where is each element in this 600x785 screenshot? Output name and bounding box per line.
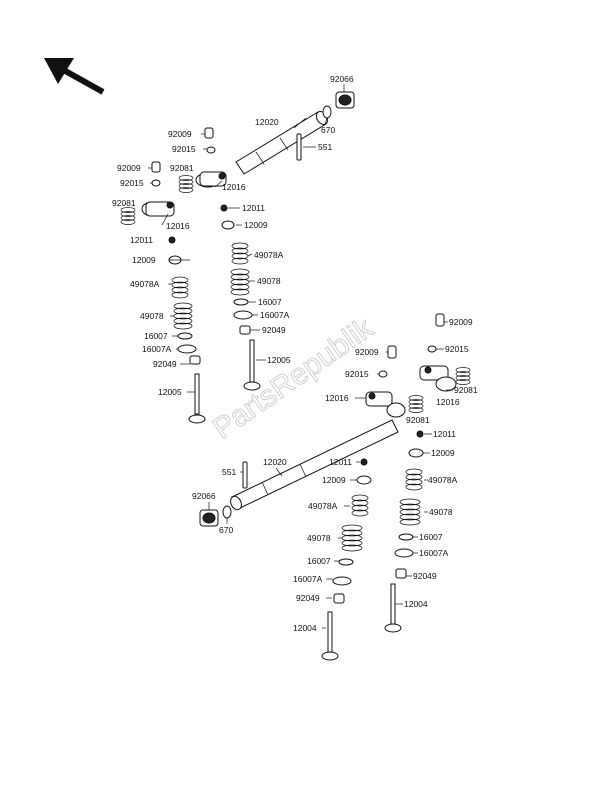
label-92066: 92066	[330, 74, 354, 84]
label-92009: 92009	[355, 347, 379, 357]
label-49078A: 49078A	[308, 501, 338, 511]
pin-551-upper	[296, 133, 302, 161]
plug-92066-lower	[199, 509, 219, 527]
label-92015: 92015	[120, 178, 144, 188]
label-12016: 12016	[325, 393, 349, 403]
label-12009: 12009	[244, 220, 268, 230]
label-670: 670	[321, 125, 335, 135]
label-16007A: 16007A	[293, 574, 323, 584]
label-92009: 92009	[449, 317, 473, 327]
spring-92081-upper-right	[178, 175, 194, 193]
screw-92009-d	[387, 345, 397, 359]
label-16007A: 16007A	[419, 548, 449, 558]
label-92049: 92049	[296, 593, 320, 603]
label-12009: 12009	[431, 448, 455, 458]
rocker-shaft-upper	[235, 110, 329, 175]
nut-92015-b	[151, 179, 161, 187]
valve-stack-upper-right	[220, 204, 261, 391]
rocker-arm-upper-left	[141, 201, 175, 217]
label-92009: 92009	[168, 129, 192, 139]
screw-92009-b	[151, 161, 161, 173]
part-labels: 92066 12020 670 551 92009 92015 92009 92…	[112, 74, 478, 633]
label-12009: 12009	[132, 255, 156, 265]
label-92081: 92081	[170, 163, 194, 173]
spring-92081-lower-left	[408, 395, 424, 413]
nut-92015-d	[378, 370, 388, 378]
label-49078: 49078	[429, 507, 453, 517]
label-12020: 12020	[255, 117, 279, 127]
label-12016: 12016	[436, 397, 460, 407]
label-12005: 12005	[158, 387, 182, 397]
label-16007: 16007	[419, 532, 443, 542]
label-12004: 12004	[293, 623, 317, 633]
rocker-arm-lower-right	[419, 365, 457, 392]
label-92015: 92015	[345, 369, 369, 379]
label-92049: 92049	[413, 571, 437, 581]
rocker-arm-lower-left	[365, 391, 406, 418]
spring-92081-upper-left	[120, 207, 136, 225]
label-92081: 92081	[406, 415, 430, 425]
label-49078: 49078	[140, 311, 164, 321]
label-12020: 12020	[263, 457, 287, 467]
label-92081: 92081	[454, 385, 478, 395]
direction-arrow-icon	[44, 58, 105, 95]
label-49078A: 49078A	[254, 250, 284, 260]
screw-92009-a	[204, 127, 214, 139]
label-92009: 92009	[117, 163, 141, 173]
o-ring-670-upper	[322, 105, 332, 119]
label-12016: 12016	[166, 221, 190, 231]
label-92066: 92066	[192, 491, 216, 501]
nut-92015-c	[427, 345, 437, 353]
label-49078: 49078	[257, 276, 281, 286]
label-16007: 16007	[144, 331, 168, 341]
valve-stack-upper-left	[168, 236, 206, 424]
label-12011: 12011	[242, 203, 265, 213]
label-49078A: 49078A	[130, 279, 160, 289]
label-16007A: 16007A	[260, 310, 290, 320]
valve-stack-lower-left	[321, 458, 372, 661]
label-12005: 12005	[267, 355, 291, 365]
label-92015: 92015	[445, 344, 469, 354]
spring-92081-lower-right	[455, 367, 471, 385]
rocker-arm-upper-right	[195, 171, 227, 188]
rocker-shaft-lower	[230, 419, 399, 511]
label-670: 670	[219, 525, 233, 535]
label-92049: 92049	[262, 325, 286, 335]
label-49078: 49078	[307, 533, 331, 543]
o-ring-670-lower	[222, 505, 232, 519]
plug-92066-upper	[335, 91, 355, 109]
leader-lines	[148, 84, 453, 629]
label-92081: 92081	[112, 198, 136, 208]
screw-92009-c	[435, 313, 445, 327]
label-92049: 92049	[153, 359, 177, 369]
label-16007: 16007	[307, 556, 331, 566]
label-551: 551	[222, 467, 236, 477]
pin-551-lower	[242, 461, 248, 489]
label-16007A: 16007A	[142, 344, 172, 354]
label-12011: 12011	[130, 235, 153, 245]
label-551: 551	[318, 142, 332, 152]
label-12011: 12011	[329, 457, 352, 467]
label-16007: 16007	[258, 297, 282, 307]
label-12009: 12009	[322, 475, 346, 485]
label-12011: 12011	[433, 429, 456, 439]
label-12016: 12016	[222, 182, 246, 192]
label-92015: 92015	[172, 144, 196, 154]
label-12004: 12004	[404, 599, 428, 609]
nut-92015-a	[206, 146, 216, 154]
label-49078A: 49078A	[428, 475, 458, 485]
